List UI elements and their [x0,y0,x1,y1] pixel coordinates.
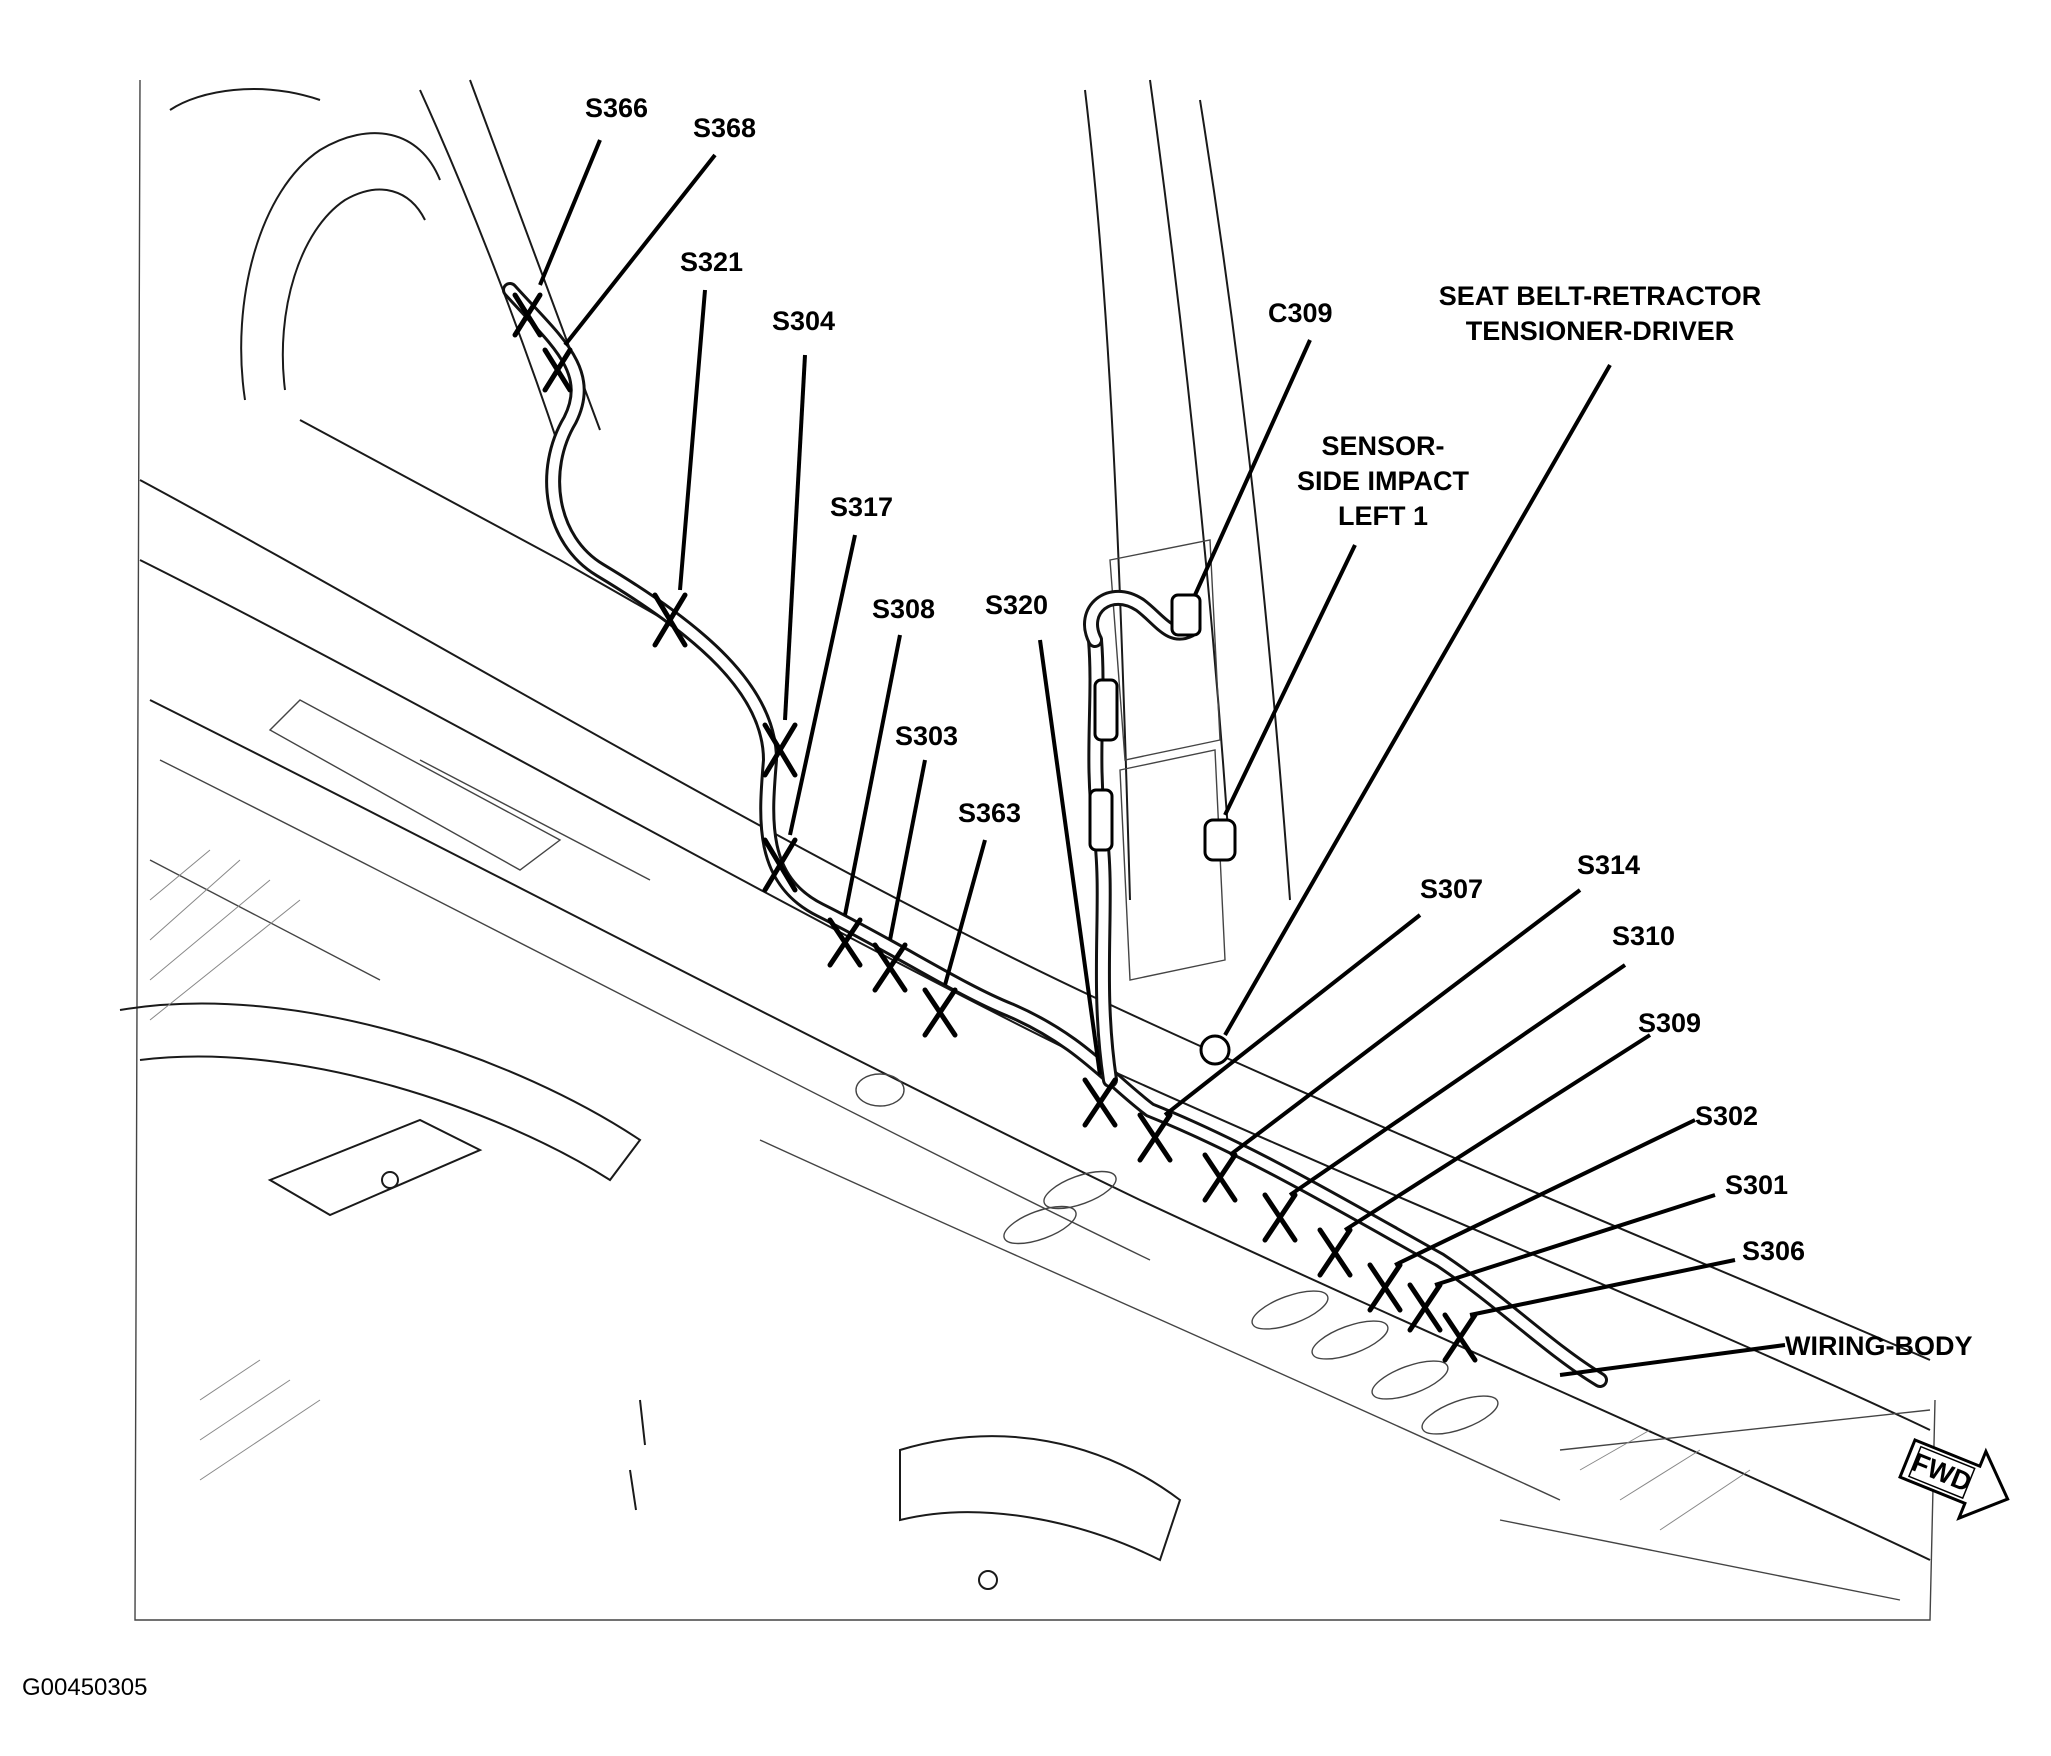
splice-mark-s320 [1082,1077,1118,1128]
leader-s321 [678,289,707,591]
label-s314: S314 [1577,850,1640,880]
leader-s302 [1394,1118,1696,1267]
label-seat-belt-line1: SEAT BELT-RETRACTOR [1439,281,1762,311]
splice-mark-s303 [872,942,908,993]
leader-s307 [1163,913,1422,1117]
label-s309: S309 [1638,1008,1701,1038]
splice-mark-s363 [922,987,958,1038]
splice-mark-s301 [1407,1282,1443,1333]
splice-mark-s302 [1367,1262,1403,1313]
label-s306: S306 [1742,1236,1805,1266]
label-sensor-line1: SENSOR- [1321,431,1444,461]
label-s320: S320 [985,590,1048,620]
label-c309: C309 [1268,298,1333,328]
splice-mark-s309 [1317,1227,1353,1278]
harness-grommet [1093,678,1119,742]
label-s301: S301 [1725,1170,1788,1200]
label-s307: S307 [1420,874,1483,904]
leader-s309 [1343,1033,1652,1232]
leader-s320 [1038,639,1102,1076]
seat-belt-tensioner-connector [1199,1034,1231,1066]
leader-lines [538,139,1786,1377]
harness-grommet [1088,788,1114,852]
label-s317: S317 [830,492,893,522]
leader-s368 [563,153,717,347]
forward-arrow-icon: FWD [1898,1438,2010,1521]
splice-mark-s306 [1442,1312,1478,1363]
vehicle-body-linework [119,79,1936,1621]
label-wiring-body: WIRING-BODY [1785,1331,1972,1361]
body-wiring-harness [502,282,1608,1388]
leader-s303 [888,759,927,941]
leader-sensor [1223,544,1357,816]
splice-mark-s317 [762,837,798,893]
splice-mark-s310 [1262,1192,1298,1243]
splice-mark-s314 [1202,1152,1238,1203]
side-impact-sensor-connector [1203,818,1237,862]
splice-mark-s366 [512,292,543,338]
splice-mark-s304 [762,722,798,778]
leader-c309 [1193,339,1312,596]
callout-labels: S366 S368 S321 S304 S317 S308 S320 S303 … [585,93,1972,1361]
leader-s310 [1288,963,1627,1197]
leader-s308 [843,634,902,916]
leader-s366 [538,139,602,286]
leader-s301 [1434,1193,1716,1287]
leader-s317 [788,534,857,836]
leader-wiring-body [1559,1343,1786,1377]
leader-s314 [1228,888,1582,1157]
label-s303: S303 [895,721,958,751]
splice-marks [512,292,1478,1363]
label-s366: S366 [585,93,648,123]
label-s308: S308 [872,594,935,624]
leader-s306 [1469,1258,1736,1317]
leader-s304 [783,354,807,721]
label-s304: S304 [772,306,835,336]
splice-mark-s368 [542,347,573,393]
label-s368: S368 [693,113,756,143]
figure-id: G00450305 [22,1674,147,1701]
splice-mark-s307 [1137,1112,1173,1163]
label-sensor-line3: LEFT 1 [1338,501,1428,531]
leader-seat-belt [1223,364,1612,1036]
label-s310: S310 [1612,921,1675,951]
splice-mark-s321 [652,592,688,648]
label-seat-belt-line2: TENSIONER-DRIVER [1466,316,1735,346]
c309-connector [1170,593,1202,637]
leader-s363 [943,839,987,986]
label-s321: S321 [680,247,743,277]
splice-mark-s308 [827,917,863,968]
label-s363: S363 [958,798,1021,828]
label-s302: S302 [1695,1101,1758,1131]
label-sensor-line2: SIDE IMPACT [1297,466,1470,496]
